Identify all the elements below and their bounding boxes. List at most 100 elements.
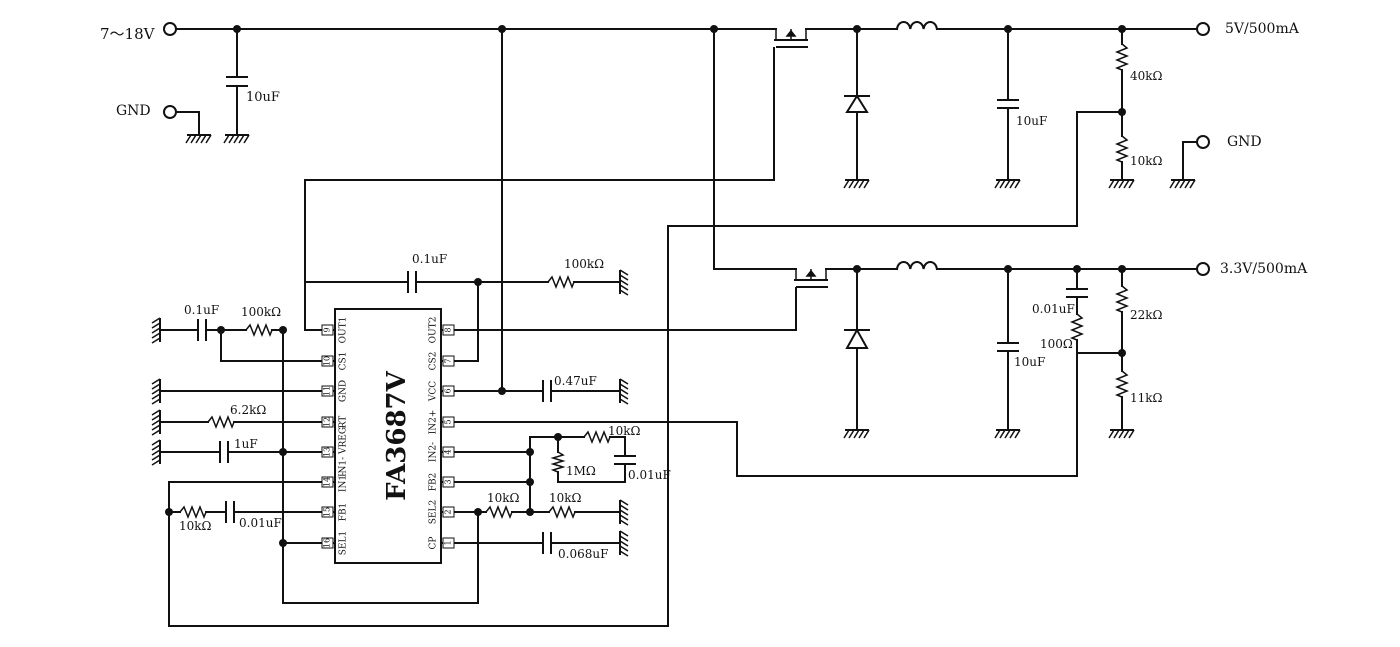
inductor-33v	[895, 260, 938, 271]
ground-icon	[223, 134, 250, 144]
ic-pin-box	[321, 416, 334, 428]
ic-pin-box	[442, 385, 455, 397]
terminal-5v	[1196, 22, 1210, 36]
ground-symbols	[151, 134, 1196, 557]
ic-pin-name: VCC	[429, 381, 439, 402]
label-r10k-sel-b: 10kΩ	[549, 491, 582, 505]
ic-pin-number: 16	[323, 538, 332, 548]
ic-pin-name: IN1- VREG	[339, 427, 349, 477]
label-r62k: 6.2kΩ	[230, 403, 266, 417]
ic-pin-number: 5	[444, 419, 453, 424]
ic-pin-number: 7	[444, 358, 453, 363]
label-c1u: 1uF	[234, 437, 258, 451]
ground-icon	[1169, 179, 1196, 189]
inductors	[895, 20, 938, 271]
ground-icon	[151, 317, 161, 344]
cap-input	[226, 76, 248, 87]
ic-pin-number: 14	[323, 477, 332, 487]
cap-top	[407, 271, 417, 293]
label-r10k-in2: 10kΩ	[608, 424, 641, 438]
label-c0068: 0.068uF	[558, 547, 608, 561]
ic-pin-number: 8	[444, 327, 453, 332]
resistor-10k-sel-a	[485, 504, 513, 520]
resistor-10k-left	[179, 504, 207, 520]
cap-comp	[1066, 288, 1088, 298]
ground-icon	[619, 269, 629, 296]
label-c047: 0.47uF	[554, 374, 597, 388]
resistors	[179, 43, 1130, 520]
mosfet-5v	[773, 29, 808, 52]
label-c-out33: 10uF	[1014, 355, 1045, 369]
terminal-gnd-in	[163, 105, 177, 119]
label-out5: 5V/500mA	[1225, 21, 1300, 37]
label-c-in: 10uF	[246, 90, 280, 105]
ic-pin-number: 2	[444, 509, 453, 514]
resistor-10k-sel-b	[548, 504, 576, 520]
ground-icon	[185, 134, 212, 144]
label-gnd-out: GND	[1227, 134, 1262, 150]
label-c001-comp: 0.01uF	[1032, 302, 1075, 316]
ground-icon	[1108, 429, 1135, 439]
ground-icon	[151, 439, 161, 466]
label-c001-left: 0.01uF	[239, 516, 282, 530]
ground-icon	[994, 179, 1021, 189]
ic-pin-number: 1	[444, 540, 453, 545]
label-c001-in2: 0.01uF	[628, 468, 671, 482]
ic-pin-box	[442, 476, 455, 488]
ic-pin-name: GND	[339, 380, 349, 402]
ic-pin-box	[321, 385, 334, 397]
resistor-10k-in2	[583, 429, 611, 445]
ground-icon	[843, 179, 870, 189]
terminal-vin	[163, 22, 177, 36]
ic-pin-name: SEL2	[429, 500, 439, 524]
ground-icon	[619, 530, 629, 557]
cap-cp	[542, 532, 552, 554]
ic-pin-box	[321, 476, 334, 488]
label-gnd-in: GND	[116, 103, 151, 119]
label-vin: 7～18V	[100, 25, 156, 43]
ic-pin-number: 10	[323, 356, 332, 366]
label-r100k-left: 100kΩ	[241, 305, 281, 319]
component-labels: 7～18V GND 10uF 5V/500mA GND 40kΩ 10kΩ 10…	[100, 21, 1308, 561]
label-r22k: 22kΩ	[1130, 308, 1163, 322]
ic-pin-box	[442, 506, 455, 518]
diode-5v	[844, 94, 870, 113]
ic-pin-box	[442, 355, 455, 367]
cap-in2	[614, 455, 636, 465]
label-r11k: 11kΩ	[1130, 391, 1163, 405]
ic-pin-box	[321, 506, 334, 518]
resistor-11k	[1114, 370, 1130, 398]
ic-pin-number: 9	[323, 327, 332, 332]
ic-pin-name: IN2-	[429, 442, 439, 462]
ic-pin-number: 11	[323, 386, 332, 396]
cap-out33	[997, 342, 1019, 352]
label-r100: 100Ω	[1040, 337, 1073, 351]
terminal-33v	[1196, 262, 1210, 276]
ic-pin-number: 6	[444, 388, 453, 393]
resistor-10k-fb	[1114, 135, 1130, 163]
ic-part-name: FA3687V	[382, 370, 412, 500]
ic-pin-name: CS2	[429, 352, 439, 371]
resistor-100k-top	[547, 274, 575, 290]
ic-pin-name: CS1	[339, 352, 349, 371]
cap-1u	[219, 441, 229, 463]
ic-pin-box	[442, 324, 455, 336]
junction-dots	[165, 25, 1126, 547]
ground-icon	[619, 499, 629, 526]
cap-out5	[997, 99, 1019, 109]
ground-icon	[151, 378, 161, 405]
ic-pin-box	[442, 416, 455, 428]
ground-icon	[151, 409, 161, 436]
label-c-out5: 10uF	[1016, 114, 1047, 128]
ground-icon	[1108, 179, 1135, 189]
ic-pin-name: FB1	[339, 503, 349, 522]
resistor-1m	[550, 451, 566, 473]
resistor-100	[1069, 313, 1085, 341]
ic-pin-name: CP	[429, 537, 439, 550]
ic-pin-name: OUT1	[339, 317, 349, 344]
ground-icon	[843, 429, 870, 439]
ic-pin-name: IN2+	[429, 410, 439, 435]
